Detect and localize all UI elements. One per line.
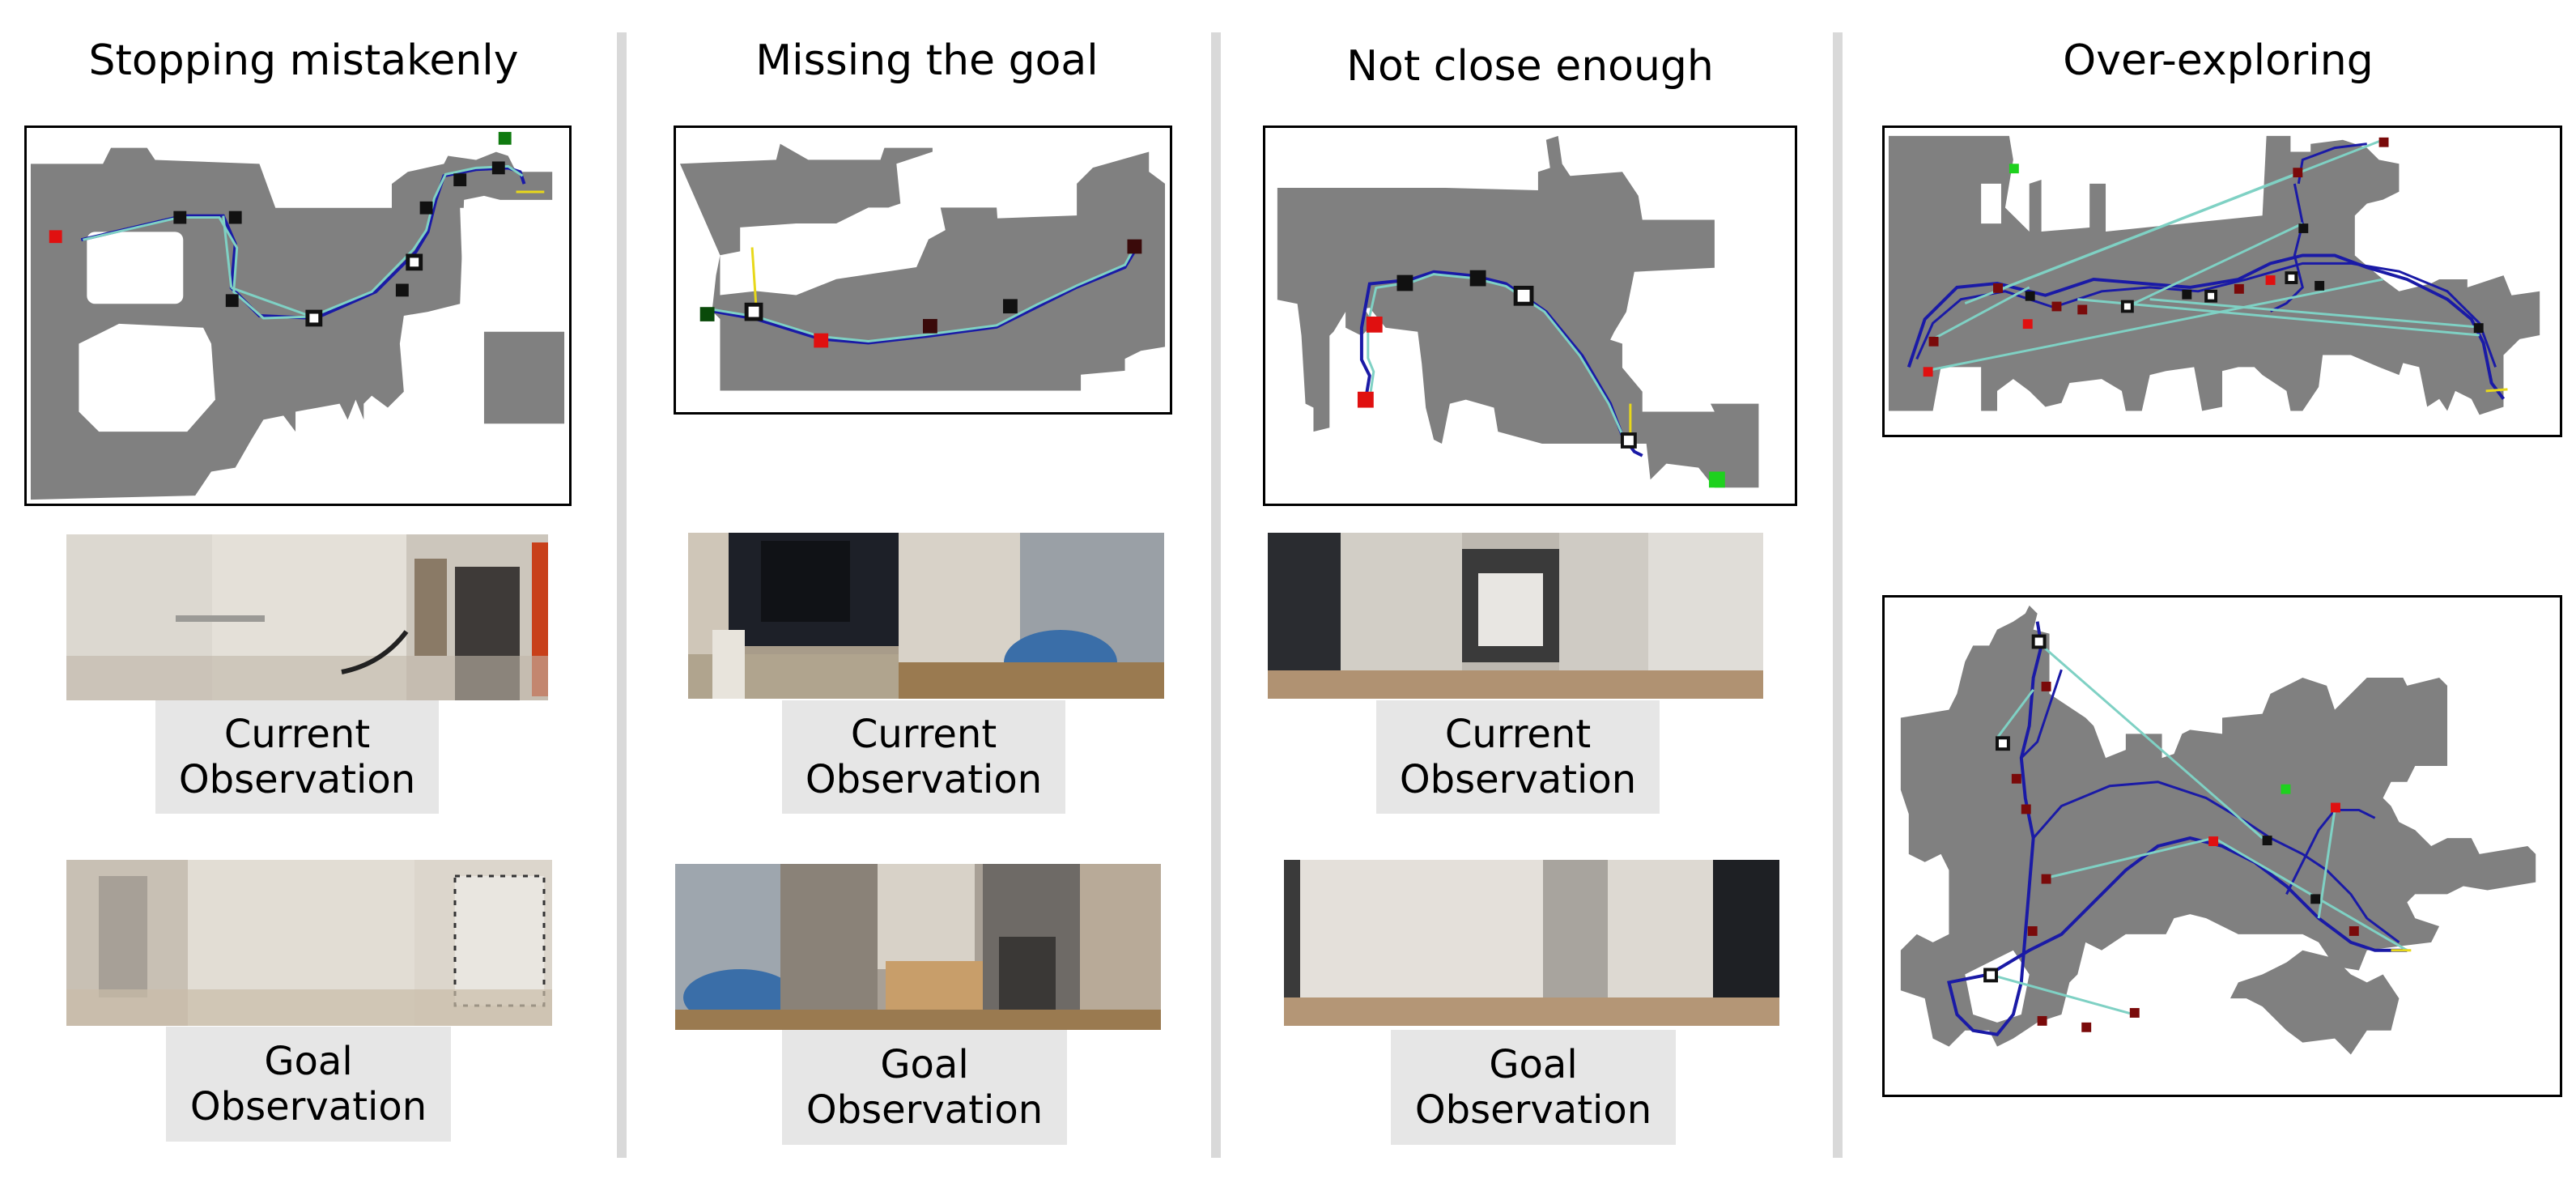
goal-observation-image-1: [66, 860, 552, 1026]
column-title-not-close: Not close enough: [1346, 42, 1714, 91]
topdown-map-2: [679, 143, 1166, 391]
goal-node: [699, 307, 715, 321]
column-title-over-exploring: Over-exploring: [2063, 36, 2374, 85]
current-observation-image-1: [66, 534, 548, 700]
column-title-missing: Missing the goal: [755, 36, 1099, 85]
hole-2: [79, 323, 215, 432]
map-missing-goal: [674, 125, 1172, 415]
topdown-map-3: [1277, 135, 1759, 488]
goal-node: [1708, 471, 1725, 488]
map-not-close-enough: [1263, 125, 1797, 506]
goal-node: [498, 131, 512, 145]
goal-observation-image-3: [1284, 860, 1779, 1026]
current-observation-image-2: [688, 533, 1164, 699]
map-over-exploring-bottom: [1882, 595, 2562, 1097]
current-observation-image-3: [1268, 533, 1763, 699]
goal-node: [2009, 164, 2019, 174]
column-separator-1: [617, 32, 627, 1158]
goal-observation-image-2: [675, 864, 1161, 1030]
map-stopping-mistakenly: [24, 125, 572, 506]
goal-node: [2281, 784, 2291, 794]
column-separator-2: [1211, 32, 1221, 1158]
topdown-map-4a: [1888, 135, 2540, 415]
topdown-map-1: [30, 131, 565, 500]
room-block: [483, 331, 565, 424]
column-separator-3: [1833, 32, 1843, 1158]
hole-1: [87, 232, 184, 304]
start-node: [49, 230, 62, 244]
map-over-exploring-top: [1882, 125, 2562, 437]
topdown-map-4b: [1900, 605, 2536, 1055]
column-title-stopping: Stopping mistakenly: [88, 36, 519, 85]
